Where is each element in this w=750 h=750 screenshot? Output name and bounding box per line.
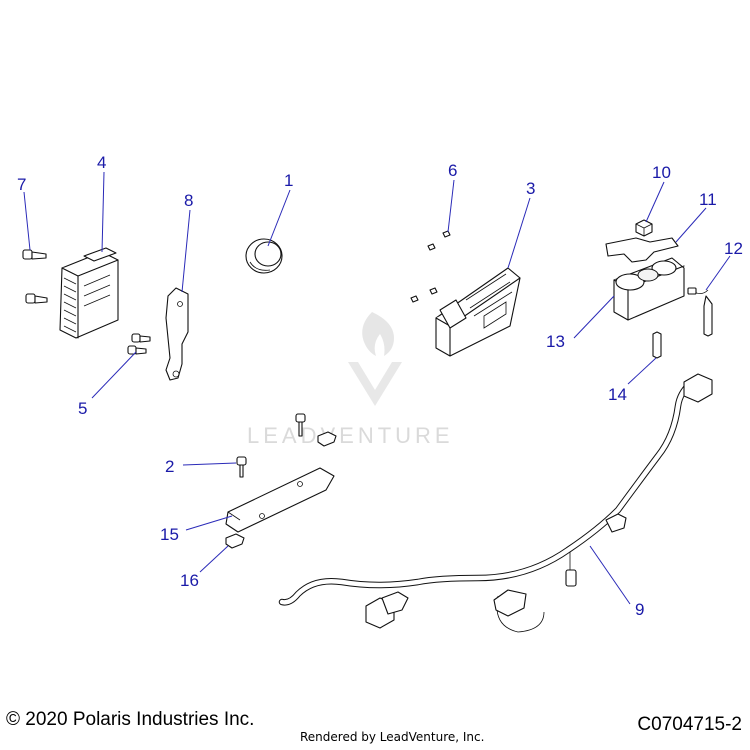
part-5-screws [127, 333, 151, 355]
part-14-pin [652, 331, 662, 359]
leader-1 [267, 189, 291, 247]
part-16-clip-upper [317, 431, 337, 447]
leader-9 [589, 545, 631, 605]
part-10-nut [635, 219, 653, 237]
leader-10 [645, 181, 665, 223]
leader-2 [182, 462, 237, 466]
copyright-notice: © 2020 Polaris Industries Inc. [6, 709, 255, 730]
callout-8: 8 [184, 191, 193, 210]
leader-8 [181, 209, 191, 293]
leader-6 [447, 179, 455, 233]
leader-15 [185, 515, 233, 531]
leader-3 [507, 197, 531, 269]
callout-9: 9 [635, 600, 644, 619]
leader-14 [627, 357, 657, 385]
figure-code: C0704715-2 [637, 714, 742, 735]
callout-16: 16 [180, 571, 199, 590]
callout-14: 14 [608, 385, 627, 404]
callout-5: 5 [78, 399, 87, 418]
callout-6: 6 [448, 161, 457, 180]
callout-1: 1 [284, 171, 293, 190]
part-7-screw [22, 249, 47, 260]
callout-12: 12 [724, 239, 743, 258]
leader-12 [705, 255, 731, 291]
callout-13: 13 [546, 332, 565, 351]
leader-13 [573, 295, 615, 339]
callout-15: 15 [160, 525, 179, 544]
part-13-ignition-coil [613, 257, 685, 321]
leadventure-watermark-logo: LEADVENTURE [247, 312, 454, 448]
part-4-regulator [59, 247, 119, 339]
leader-16 [199, 545, 229, 573]
callout-3: 3 [526, 179, 535, 198]
part-16-clip [225, 533, 245, 549]
part-2-bolt-upper [295, 413, 306, 437]
watermark-text: LEADVENTURE [247, 423, 454, 448]
part-9-wire-harness [278, 373, 713, 633]
callout-10: 10 [652, 163, 671, 182]
callout-7: 7 [17, 175, 26, 194]
callout-labels: 1 2 3 4 5 6 7 8 9 10 11 12 13 14 15 16 [17, 153, 743, 619]
part-2-bolt [236, 456, 247, 478]
leader-lines [23, 171, 731, 605]
part-6-screws [410, 230, 451, 303]
callout-11: 11 [699, 190, 717, 209]
part-15-plate [225, 467, 335, 533]
leader-7 [23, 191, 31, 251]
rendered-by-credit: Rendered by LeadVenture, Inc. [300, 730, 485, 744]
part-1-grommet [245, 238, 283, 274]
leader-11 [675, 207, 707, 243]
part-8-bracket [165, 287, 189, 381]
part-11-clip-bracket [605, 237, 679, 263]
callout-2: 2 [165, 457, 174, 476]
part-3-ecu-module [435, 267, 521, 357]
leader-5 [91, 351, 137, 399]
callout-4: 4 [97, 153, 106, 172]
leader-4 [101, 171, 105, 253]
part-12-sensor [687, 287, 713, 337]
part-4-mount-screw [25, 293, 48, 304]
